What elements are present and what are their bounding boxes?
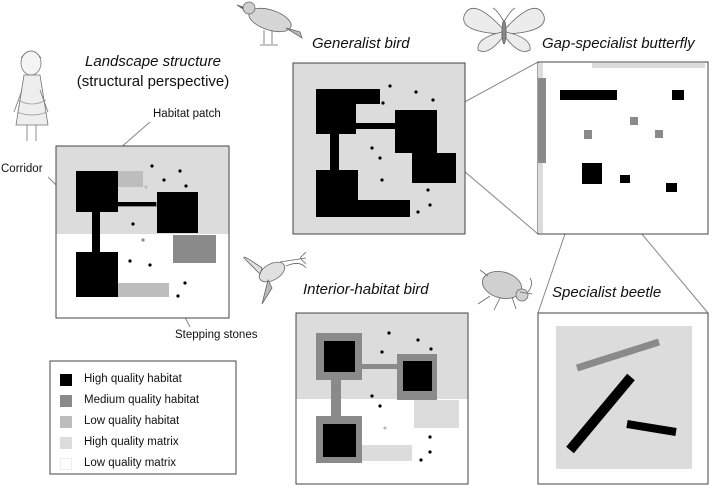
specialist-beetle-panel <box>537 312 709 485</box>
legend-box <box>49 360 237 475</box>
legend-swatch <box>60 374 72 386</box>
landscape-structure-panel <box>55 145 230 319</box>
legend-swatch <box>60 458 72 470</box>
legend-label: High quality matrix <box>84 436 179 448</box>
butterfly-icon <box>463 7 545 52</box>
habitat-patch <box>157 192 198 233</box>
gap-specialist-title: Gap-specialist butterfly <box>542 35 695 52</box>
corridor <box>92 211 100 253</box>
landscape-subtitle: (structural perspective) <box>76 73 230 90</box>
low-quality-habitat <box>118 171 143 187</box>
interior-habitat-bird-panel <box>295 312 469 485</box>
beetle-icon <box>477 269 533 311</box>
beetle-title: Specialist beetle <box>552 284 662 301</box>
girl-illustration-icon <box>13 50 49 141</box>
corridor <box>118 202 156 206</box>
stepping-stones-label: Stepping stones <box>175 329 258 341</box>
interior-title: Interior-habitat bird <box>303 281 429 298</box>
legend-swatch <box>60 437 72 449</box>
generalist-title: Generalist bird <box>312 35 410 52</box>
hummingbird-icon <box>243 251 307 305</box>
generalist-bird-panel <box>292 62 466 235</box>
legend-swatch <box>60 416 72 428</box>
corridor-label: Corridor <box>1 163 43 175</box>
medium-quality-habitat <box>173 235 216 263</box>
legend-label: High quality habitat <box>84 373 182 385</box>
legend-label: Medium quality habitat <box>84 394 200 406</box>
habitat-patch <box>76 171 118 212</box>
stepping-stones <box>128 164 188 298</box>
sparrow-icon <box>236 1 303 46</box>
gap-specialist-butterfly-panel <box>537 61 709 235</box>
landscape-title: Landscape structure <box>85 53 221 70</box>
legend-swatch <box>60 395 72 407</box>
low-quality-habitat <box>116 283 169 297</box>
legend-label: Low quality habitat <box>84 415 180 427</box>
habitat-patch <box>76 252 118 297</box>
legend-label: Low quality matrix <box>84 457 177 469</box>
habitat-patch-label: Habitat patch <box>153 108 221 120</box>
